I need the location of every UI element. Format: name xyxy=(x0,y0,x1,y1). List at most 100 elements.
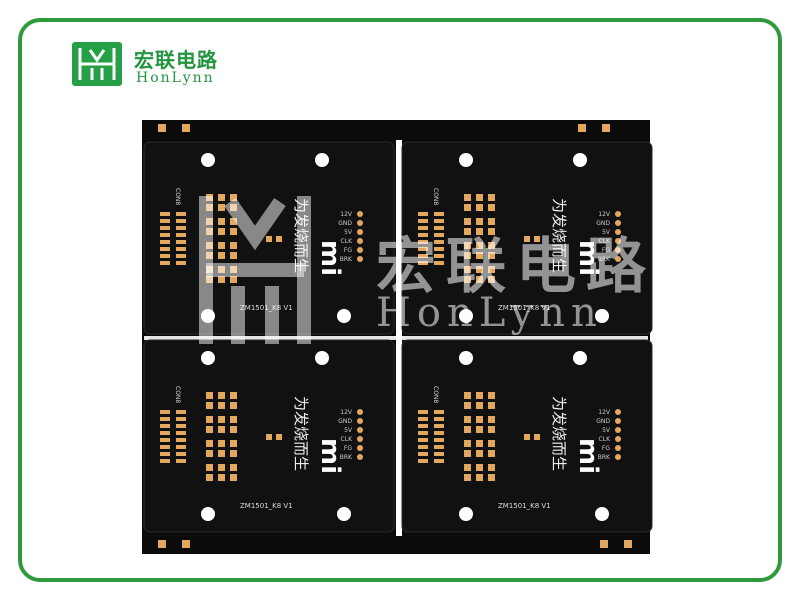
pin-pad xyxy=(357,418,363,424)
smd-pad xyxy=(230,276,237,283)
connector-pad xyxy=(418,417,428,421)
smd-pad xyxy=(464,194,471,201)
smd-pad xyxy=(218,416,225,423)
board-slogan: 为发烧而生 xyxy=(550,396,568,471)
pin-pad xyxy=(615,256,621,262)
smd-pad xyxy=(488,266,495,273)
smd-pad xyxy=(218,204,225,211)
smd-pad xyxy=(218,242,225,249)
xiaomi-logo-icon: mi xyxy=(573,438,603,474)
connector-pad xyxy=(418,410,428,414)
smd-pad xyxy=(230,474,237,481)
connector-pad xyxy=(176,417,186,421)
connector-pad xyxy=(160,424,170,428)
fiducial-pad xyxy=(578,124,586,132)
connector-pad xyxy=(434,219,444,223)
smd-pad xyxy=(488,474,495,481)
connector-pad xyxy=(418,424,428,428)
connector-pad xyxy=(160,219,170,223)
smd-pad xyxy=(524,434,530,440)
pin-label: FG xyxy=(602,247,610,254)
pin-pad xyxy=(615,436,621,442)
smd-pad xyxy=(476,204,483,211)
pin-label: 5V xyxy=(602,427,611,434)
connector-pad xyxy=(176,247,186,251)
mounting-hole xyxy=(201,351,215,365)
smd-pad xyxy=(206,450,213,457)
connector-pad xyxy=(418,431,428,435)
connector-pad xyxy=(434,240,444,244)
connector-pad xyxy=(418,247,428,251)
smd-pad xyxy=(464,450,471,457)
connector-pad xyxy=(434,417,444,421)
smd-pad xyxy=(218,426,225,433)
smd-pad xyxy=(534,434,540,440)
pin-label: FG xyxy=(344,247,352,254)
smd-pad xyxy=(488,440,495,447)
fiducial-pad xyxy=(602,124,610,132)
pin-pad xyxy=(357,220,363,226)
mounting-hole xyxy=(315,153,329,167)
fiducial-pad xyxy=(624,540,632,548)
pin-pad xyxy=(615,427,621,433)
connector-pad xyxy=(176,452,186,456)
smd-pad xyxy=(534,236,540,242)
pin-pad xyxy=(357,238,363,244)
connector-pad xyxy=(434,410,444,414)
connector-pad xyxy=(434,459,444,463)
connector-label: CON8 xyxy=(432,386,439,403)
smd-pad xyxy=(230,440,237,447)
xiaomi-logo-icon: mi xyxy=(315,438,345,474)
smd-pad xyxy=(230,392,237,399)
board-part-number: ZM1501_K8 V1 xyxy=(240,502,293,510)
fiducial-pad xyxy=(182,540,190,548)
smd-pad xyxy=(464,426,471,433)
connector-pad xyxy=(418,452,428,456)
smd-pad xyxy=(488,276,495,283)
smd-pad xyxy=(476,218,483,225)
smd-pad xyxy=(206,426,213,433)
mounting-hole xyxy=(201,507,215,521)
smd-pad xyxy=(230,450,237,457)
pin-label: 5V xyxy=(602,229,611,236)
mounting-hole xyxy=(337,309,351,323)
smd-pad xyxy=(476,450,483,457)
smd-pad xyxy=(464,266,471,273)
smd-pad xyxy=(464,242,471,249)
connector-pad xyxy=(418,226,428,230)
connector-pad xyxy=(434,226,444,230)
connector-pad xyxy=(176,240,186,244)
connector-pad xyxy=(160,445,170,449)
connector-pad xyxy=(176,233,186,237)
fiducial-pad xyxy=(182,124,190,132)
pin-pad xyxy=(357,256,363,262)
smd-pad xyxy=(476,464,483,471)
smd-pad xyxy=(206,392,213,399)
smd-pad xyxy=(266,236,272,242)
connector-pad xyxy=(176,219,186,223)
smd-pad xyxy=(464,402,471,409)
connector-pad xyxy=(176,254,186,258)
smd-pad xyxy=(230,228,237,235)
pin-pad xyxy=(357,211,363,217)
mounting-hole xyxy=(201,153,215,167)
honlynn-watermark-logo-icon xyxy=(196,190,314,350)
pin-pad xyxy=(357,445,363,451)
connector-pad xyxy=(160,431,170,435)
smd-pad xyxy=(488,204,495,211)
connector-pad xyxy=(418,254,428,258)
smd-pad xyxy=(206,416,213,423)
pin-pad xyxy=(615,220,621,226)
smd-pad xyxy=(218,402,225,409)
connector-pad xyxy=(160,438,170,442)
smd-pad xyxy=(476,242,483,249)
smd-pad xyxy=(488,194,495,201)
mounting-hole xyxy=(595,507,609,521)
honlynn-logo-icon xyxy=(72,42,122,86)
smd-pad xyxy=(488,416,495,423)
smd-pad xyxy=(464,228,471,235)
smd-pad xyxy=(464,204,471,211)
